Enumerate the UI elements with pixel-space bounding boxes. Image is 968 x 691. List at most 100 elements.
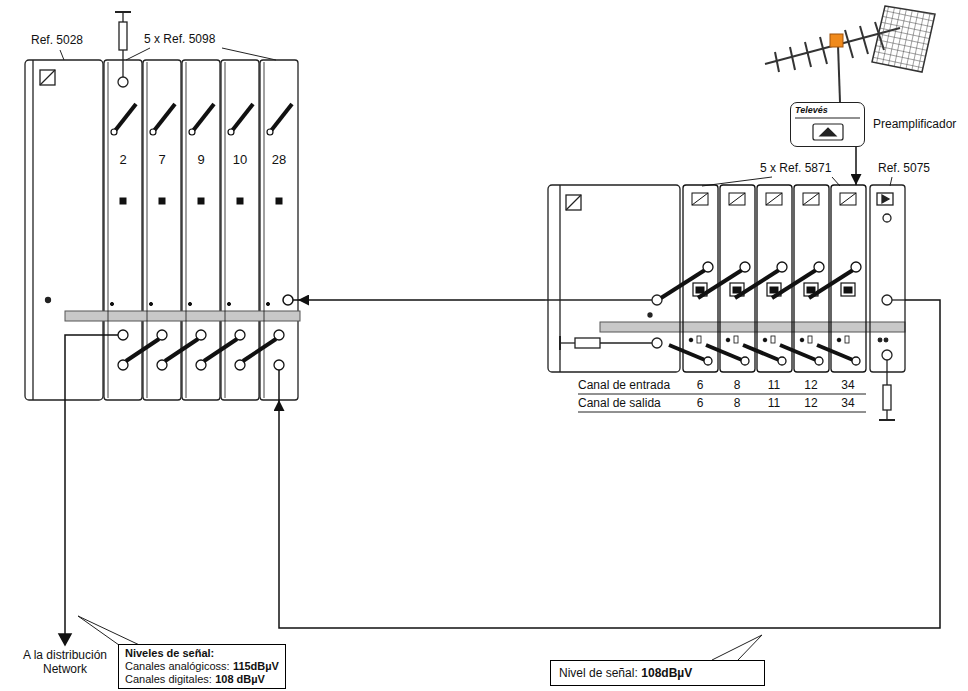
status-led (771, 336, 775, 343)
channel-number: 2 (104, 152, 142, 168)
jumper-cable (772, 270, 816, 298)
rj-port (844, 287, 852, 293)
right-module (883, 214, 891, 222)
connector-socket (740, 262, 750, 272)
preamplifier-symbol (820, 128, 836, 136)
status-led (266, 302, 269, 305)
right-power-supply (575, 338, 600, 348)
right-module (886, 360, 887, 385)
signal-wire (283, 295, 293, 305)
antenna (805, 42, 811, 67)
brand-name: Televés (795, 105, 828, 116)
part-reference: 5 x Ref. 5098 (144, 32, 215, 46)
part-reference: Ref. 5075 (878, 161, 930, 175)
connector-socket (777, 262, 787, 272)
bracket-leader (60, 50, 64, 60)
antenna (790, 47, 795, 70)
channel-number: 6 (685, 396, 715, 410)
channel-number: 11 (759, 378, 789, 392)
terminator-resistor (118, 77, 128, 87)
status-led (120, 198, 126, 204)
bus-bar (65, 311, 300, 321)
channel-number: 8 (722, 378, 752, 392)
status-led (227, 302, 230, 305)
right-power-supply (600, 342, 652, 343)
rj-port (841, 283, 855, 296)
text-line: Canales digitales:108 dBµV (125, 673, 279, 686)
jumper-cable (817, 345, 853, 360)
connector-socket (267, 129, 273, 135)
channel-number: 34 (833, 396, 863, 410)
status-led (188, 302, 191, 305)
text-line: Canales analógicoss:115dBµV (125, 660, 279, 673)
module-edge (108, 62, 109, 398)
channel-number: 9 (182, 152, 220, 168)
left-module (221, 60, 259, 400)
antenna (838, 45, 840, 102)
status-led (110, 302, 113, 305)
left-power-supply (40, 70, 55, 85)
left-module (104, 60, 142, 400)
note-box: Niveles de señal:Canales analógicoss:115… (118, 644, 286, 689)
output-label: A la distribución Network (15, 648, 115, 676)
right-power-supply (566, 195, 581, 210)
module-icon (840, 193, 856, 205)
table-rule (578, 394, 866, 412)
status-led (198, 198, 204, 204)
processor-rack: 5 x Ref. 5871 (545, 185, 870, 372)
left-module (260, 60, 298, 400)
terminator-resistor (119, 22, 127, 50)
signal-level: 115dBµV (233, 660, 279, 672)
module-icon (803, 193, 819, 205)
part-name: Preamplificador (873, 117, 956, 131)
filter-module: 2 (104, 60, 142, 400)
connector-socket (741, 357, 749, 365)
channel-number: 7 (143, 152, 181, 168)
module-icon (692, 193, 708, 205)
signal-wire (278, 370, 280, 400)
text-line: Niveles de señal: (125, 647, 279, 660)
connector-socket (274, 360, 284, 370)
right-power-supply (559, 185, 560, 372)
note-text: Canales digitales: (125, 673, 212, 685)
right-power-supply (560, 342, 575, 343)
module-edge (147, 62, 148, 398)
connector-socket (815, 357, 823, 365)
right-module (877, 193, 893, 205)
right-power-supply (545, 185, 680, 372)
status-led (808, 336, 812, 343)
text-line: Nivel de señal:108dBµV (559, 666, 756, 680)
connector-socket (196, 330, 206, 340)
rj-port (807, 287, 815, 293)
jumper-cable (126, 339, 159, 361)
right-module (878, 338, 882, 342)
channel-number: 8 (722, 396, 752, 410)
connector-socket (778, 357, 786, 365)
rj-port (696, 287, 704, 293)
left-module (143, 60, 181, 400)
channel-number: 11 (759, 396, 789, 410)
module-icon (692, 193, 708, 205)
module-icon (766, 193, 782, 205)
preamplifier-symbol (795, 118, 860, 140)
channel-number: 6 (685, 378, 715, 392)
status-led (726, 338, 730, 342)
antenna (775, 52, 779, 72)
filter-module: 10 (221, 60, 259, 400)
jumper-cable (204, 339, 237, 361)
status-led (149, 302, 152, 305)
jumper-cable (661, 270, 705, 298)
antenna (860, 26, 868, 54)
right-module (892, 299, 905, 300)
signal-level: 108dBµV (641, 666, 692, 680)
channel-number: 12 (796, 378, 826, 392)
jumper-cable (809, 270, 853, 298)
channel-number: 34 (833, 378, 863, 392)
right-power-supply (545, 299, 652, 300)
connector-socket (274, 330, 284, 340)
bracket-leader (126, 48, 150, 60)
signal-connector (279, 300, 940, 628)
module-edge (186, 62, 187, 398)
right-module (879, 419, 895, 421)
